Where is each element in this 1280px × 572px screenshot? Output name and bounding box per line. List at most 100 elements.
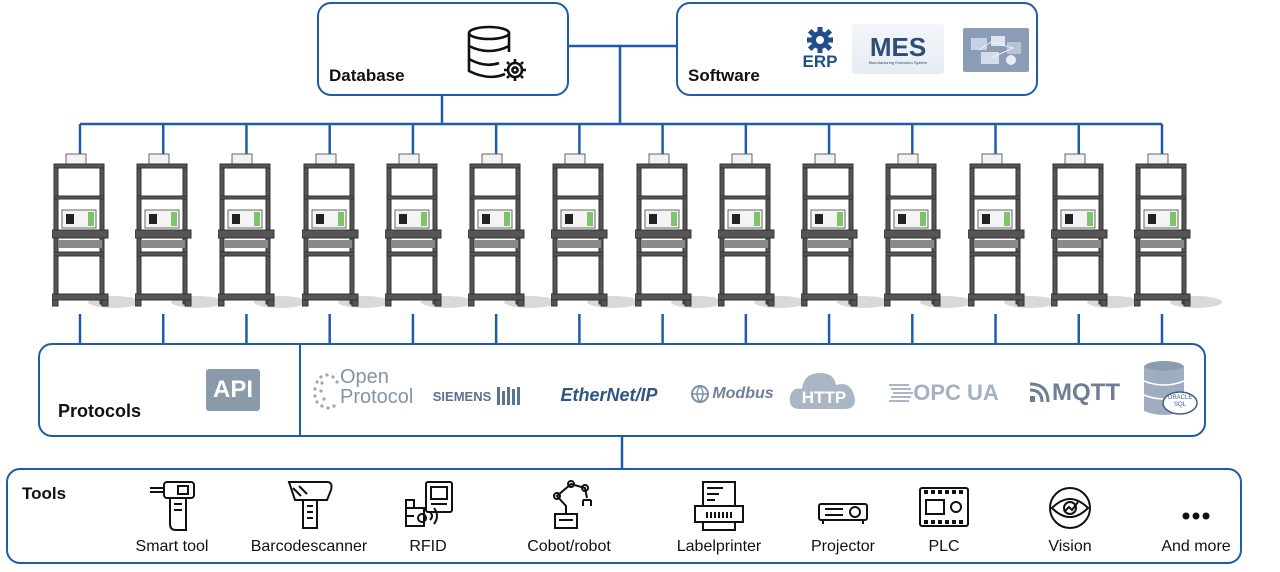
tool-labelprinter: Labelprinter xyxy=(659,478,779,556)
barcodescanner-label: Barcodescanner xyxy=(250,538,368,555)
modbus-logo: Modbus xyxy=(682,379,782,409)
tool-plc: PLC xyxy=(884,478,1004,556)
tool-cobot: Cobot/robot xyxy=(509,478,629,556)
workstation-icon xyxy=(467,153,557,308)
workstation xyxy=(550,152,640,318)
tool-barcodescanner: Barcodescanner xyxy=(249,478,369,556)
protocols-divider xyxy=(299,345,301,435)
api-badge: API xyxy=(206,369,260,411)
software-title: Software xyxy=(688,66,760,85)
vision-eye-icon xyxy=(1049,487,1091,529)
projector-label: Projector xyxy=(810,538,876,555)
workstation xyxy=(1133,152,1222,318)
tool-and-more: And more xyxy=(1136,478,1256,556)
http-text: HTTP xyxy=(801,388,847,407)
gear-icon xyxy=(807,27,833,53)
ethernet-ip-text: EtherNet/IP xyxy=(560,384,658,405)
workstation xyxy=(134,152,224,318)
workstation xyxy=(301,152,390,318)
database-cylinder-icon xyxy=(1143,361,1198,415)
smart-tool-label: Smart tool xyxy=(135,538,209,555)
workstation xyxy=(883,152,973,318)
smart-tool-icon xyxy=(150,481,195,531)
mes-subtext: Manufacturing Execution System xyxy=(868,59,928,65)
database-box: Database xyxy=(317,2,569,96)
database-title: Database xyxy=(329,66,405,85)
workstation xyxy=(384,152,473,318)
workstation xyxy=(967,152,1056,318)
workstation-icon xyxy=(1133,153,1222,308)
software-box: Software ERP MES Manufacturing Execution… xyxy=(676,2,1038,96)
network-collage-icon xyxy=(971,36,1021,65)
mqtt-text: MQTT xyxy=(1052,379,1120,406)
workstation-icon xyxy=(717,153,806,308)
vision-label: Vision xyxy=(1048,538,1092,555)
labelprinter-label: Labelprinter xyxy=(676,538,762,555)
opc-ua-text: OPC UA xyxy=(913,380,999,405)
workstation-icon xyxy=(800,153,890,308)
workstation-icon xyxy=(1050,153,1139,308)
oracle-sql-logo: ORACLE SQL xyxy=(1140,359,1202,425)
database-gear-icon xyxy=(467,25,526,81)
modbus-text: Modbus xyxy=(712,385,774,402)
workstation-icon xyxy=(217,153,307,308)
workstation-icon xyxy=(134,153,224,308)
ethernet-ip-logo: EtherNet/IP xyxy=(554,383,664,407)
http-logo: HTTP xyxy=(786,365,862,415)
protocols-box: Protocols API Open Protocol SIEMENS xyxy=(38,343,1206,437)
erp-text: ERP xyxy=(802,52,838,71)
workstation xyxy=(217,152,307,318)
tool-rfid: RFID xyxy=(368,478,488,556)
oracle-text: ORACLE xyxy=(1167,395,1193,401)
workstation xyxy=(634,152,723,318)
tools-title: Tools xyxy=(22,484,67,503)
dotted-circle-icon xyxy=(313,373,339,410)
rfid-label: RFID xyxy=(409,538,447,555)
and-more-label: And more xyxy=(1161,538,1231,555)
workstation-icon xyxy=(634,153,723,308)
opc-stripes-icon xyxy=(889,384,914,402)
open-protocol-line2: Protocol xyxy=(340,386,414,408)
siemens-logo: SIEMENS xyxy=(428,385,528,407)
erp-logo: ERP xyxy=(798,24,842,74)
rfid-icon xyxy=(405,481,453,527)
barcode-scanner-icon xyxy=(287,481,333,529)
workstation xyxy=(800,152,890,318)
mes-text: MES xyxy=(869,31,927,62)
plc-icon xyxy=(919,487,969,527)
mes-logo: MES Manufacturing Execution System xyxy=(852,24,944,74)
tool-vision: Vision xyxy=(1010,478,1130,556)
api-label: API xyxy=(212,376,253,403)
workstation-icon xyxy=(967,153,1056,308)
workstation xyxy=(467,152,557,318)
mqtt-signal-icon xyxy=(1029,382,1050,403)
workstation-icon xyxy=(301,153,390,308)
workstation-icon xyxy=(384,153,473,308)
tools-box: Tools xyxy=(6,468,1242,564)
workstation xyxy=(717,152,806,318)
workstation xyxy=(51,152,140,318)
ellipsis-icon xyxy=(1182,512,1210,520)
software-thumbnail xyxy=(963,28,1029,72)
modbus-globe-icon xyxy=(691,385,710,403)
cloud-icon xyxy=(789,373,855,409)
workstation-icon xyxy=(883,153,973,308)
siemens-bars-icon xyxy=(497,387,521,405)
open-protocol-line1: Open xyxy=(340,366,389,388)
plc-label: PLC xyxy=(928,538,960,555)
projector-icon xyxy=(818,503,868,524)
opc-ua-logo: OPC UA xyxy=(882,379,1006,407)
workstation-icon xyxy=(550,153,640,308)
sql-text: SQL xyxy=(1173,402,1186,408)
tool-projector: Projector xyxy=(783,478,903,556)
robot-arm-icon xyxy=(553,480,592,529)
open-protocol-logo: Open Protocol xyxy=(312,365,414,419)
workstation xyxy=(1050,152,1139,318)
protocols-title: Protocols xyxy=(58,401,142,421)
tool-smart-tool: Smart tool xyxy=(112,478,232,556)
siemens-text: SIEMENS xyxy=(432,388,492,404)
mqtt-logo: MQTT xyxy=(1020,379,1128,407)
label-printer-icon xyxy=(694,481,744,531)
workstation-icon xyxy=(51,153,140,308)
